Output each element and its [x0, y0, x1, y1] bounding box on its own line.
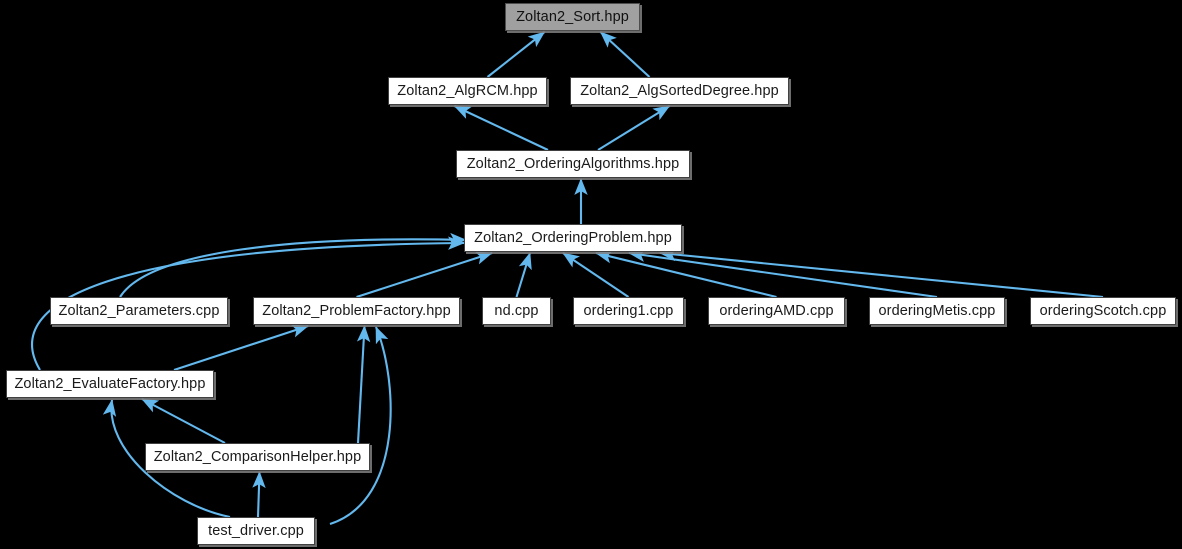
graph-node-label: Zoltan2_ComparisonHelper.hpp: [153, 448, 362, 465]
graph-node-label: Zoltan2_EvaluateFactory.hpp: [14, 375, 206, 392]
graph-node-label: orderingScotch.cpp: [1039, 302, 1167, 319]
edge-algrcm-to-sort: [486, 31, 546, 78]
graph-node-label: Zoltan2_AlgSortedDegree.hpp: [580, 82, 779, 99]
graph-node-label: Zoltan2_Sort.hpp: [516, 8, 629, 25]
graph-node-orderingmetis[interactable]: orderingMetis.cpp: [869, 297, 1005, 325]
graph-node-nd[interactable]: nd.cpp: [482, 297, 551, 325]
edge-problemfactory-to-orderingproblem: [356, 251, 493, 298]
edge-testdriver-to-evaluatefactory: [102, 399, 231, 519]
graph-node-evaluatefactory[interactable]: Zoltan2_EvaluateFactory.hpp: [6, 370, 214, 398]
graph-node-label: test_driver.cpp: [208, 522, 304, 539]
graph-node-label: nd.cpp: [494, 302, 539, 319]
graph-node-sort[interactable]: Zoltan2_Sort.hpp: [505, 3, 640, 31]
edge-evaluatefactory-to-problemfactory: [173, 324, 309, 371]
edge-orderingmetis-to-orderingproblem: [628, 248, 938, 299]
graph-node-problemfactory[interactable]: Zoltan2_ProblemFactory.hpp: [253, 297, 460, 325]
edge-algsorteddegree-to-sort: [599, 31, 651, 78]
graph-node-label: ordering1.cpp: [583, 302, 674, 319]
edge-parameters-to-orderingproblem: [119, 232, 467, 298]
graph-node-label: Zoltan2_OrderingAlgorithms.hpp: [466, 155, 680, 172]
graph-node-label: orderingMetis.cpp: [878, 302, 996, 319]
edge-testdriver-to-problemfactory: [329, 326, 392, 525]
graph-node-algsorteddegree[interactable]: Zoltan2_AlgSortedDegree.hpp: [570, 77, 789, 105]
graph-node-parameters[interactable]: Zoltan2_Parameters.cpp: [50, 297, 228, 325]
graph-node-ordering1[interactable]: ordering1.cpp: [573, 297, 684, 325]
edge-ordering1-to-orderingproblem: [562, 252, 630, 298]
edge-evaluatefactory-to-orderingproblem: [31, 236, 465, 371]
graph-node-label: Zoltan2_ProblemFactory.hpp: [262, 302, 451, 319]
edge-comparisonhelper-to-problemfactory: [356, 325, 371, 444]
graph-node-label: Zoltan2_OrderingProblem.hpp: [474, 229, 672, 246]
graph-node-label: orderingAMD.cpp: [719, 302, 834, 319]
edge-comparisonhelper-to-evaluatefactory: [141, 398, 226, 444]
edge-orderingamd-to-orderingproblem: [595, 250, 777, 299]
graph-node-algrcm[interactable]: Zoltan2_AlgRCM.hpp: [388, 77, 547, 105]
graph-node-label: Zoltan2_AlgRCM.hpp: [397, 82, 538, 99]
graph-node-testdriver[interactable]: test_driver.cpp: [197, 517, 315, 545]
graph-node-orderingalgorithms[interactable]: Zoltan2_OrderingAlgorithms.hpp: [456, 150, 690, 178]
edge-nd-to-orderingproblem: [515, 252, 532, 298]
graph-node-orderingamd[interactable]: orderingAMD.cpp: [708, 297, 845, 325]
edge-orderingscotch-to-orderingproblem: [659, 247, 1104, 299]
graph-node-orderingscotch[interactable]: orderingScotch.cpp: [1030, 297, 1176, 325]
edge-path-group: [31, 31, 1104, 525]
edge-orderingalgorithms-to-algrcm: [453, 105, 549, 151]
graph-node-comparisonhelper[interactable]: Zoltan2_ComparisonHelper.hpp: [145, 443, 370, 471]
graph-node-orderingproblem[interactable]: Zoltan2_OrderingProblem.hpp: [464, 224, 682, 252]
edge-orderingalgorithms-to-algsorteddegree: [597, 105, 671, 151]
graph-node-label: Zoltan2_Parameters.cpp: [58, 302, 220, 319]
edge-testdriver-to-comparisonhelper: [252, 471, 266, 518]
